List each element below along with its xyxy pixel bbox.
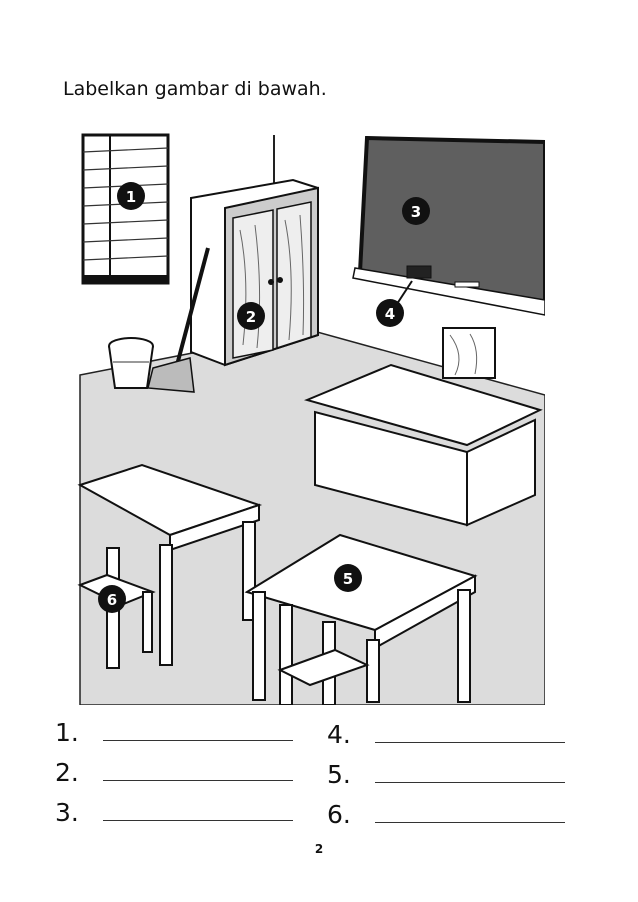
answer-blank[interactable] xyxy=(103,762,293,781)
answer-row-2: 2. xyxy=(55,758,293,787)
answer-blank[interactable] xyxy=(375,764,565,783)
answer-row-6: 6. xyxy=(327,800,565,829)
answer-number: 2. xyxy=(55,758,79,787)
answer-blank[interactable] xyxy=(375,724,565,743)
answer-blank[interactable] xyxy=(103,802,293,821)
answer-number: 5. xyxy=(327,760,351,789)
broom xyxy=(147,247,210,393)
svg-text:5: 5 xyxy=(343,570,353,588)
svg-text:1: 1 xyxy=(126,188,136,206)
answer-row-4: 4. xyxy=(327,720,565,749)
answer-number: 4. xyxy=(327,720,351,749)
answer-number: 6. xyxy=(327,800,351,829)
student-chair-front xyxy=(277,604,370,705)
instruction-text: Labelkan gambar di bawah. xyxy=(63,78,327,100)
answer-row-5: 5. xyxy=(327,760,565,789)
answer-blank[interactable] xyxy=(103,722,293,741)
marker-2: 2 xyxy=(237,302,265,330)
marker-3: 3 xyxy=(402,197,430,225)
window xyxy=(81,133,170,285)
student-desk-left xyxy=(77,463,263,666)
svg-text:3: 3 xyxy=(411,203,421,221)
marker-1: 1 xyxy=(117,182,145,210)
teacher-table xyxy=(303,363,543,527)
svg-text:6: 6 xyxy=(107,591,117,609)
blackboard xyxy=(352,135,545,316)
marker-6: 6 xyxy=(98,585,126,613)
svg-text:2: 2 xyxy=(246,308,256,326)
classroom-illustration: 1 2 3 4 5 6 xyxy=(77,133,545,705)
page-number: 2 xyxy=(314,842,324,856)
marker-5: 5 xyxy=(334,564,362,592)
teacher-chair xyxy=(442,327,496,379)
marker-4: 4 xyxy=(376,299,404,327)
answer-row-3: 3. xyxy=(55,798,293,827)
waste-basket xyxy=(108,337,154,389)
answer-blank[interactable] xyxy=(375,804,565,823)
svg-text:4: 4 xyxy=(385,305,395,323)
answer-row-1: 1. xyxy=(55,718,293,747)
answer-number: 3. xyxy=(55,798,79,827)
cupboard xyxy=(190,178,319,367)
answer-number: 1. xyxy=(55,718,79,747)
